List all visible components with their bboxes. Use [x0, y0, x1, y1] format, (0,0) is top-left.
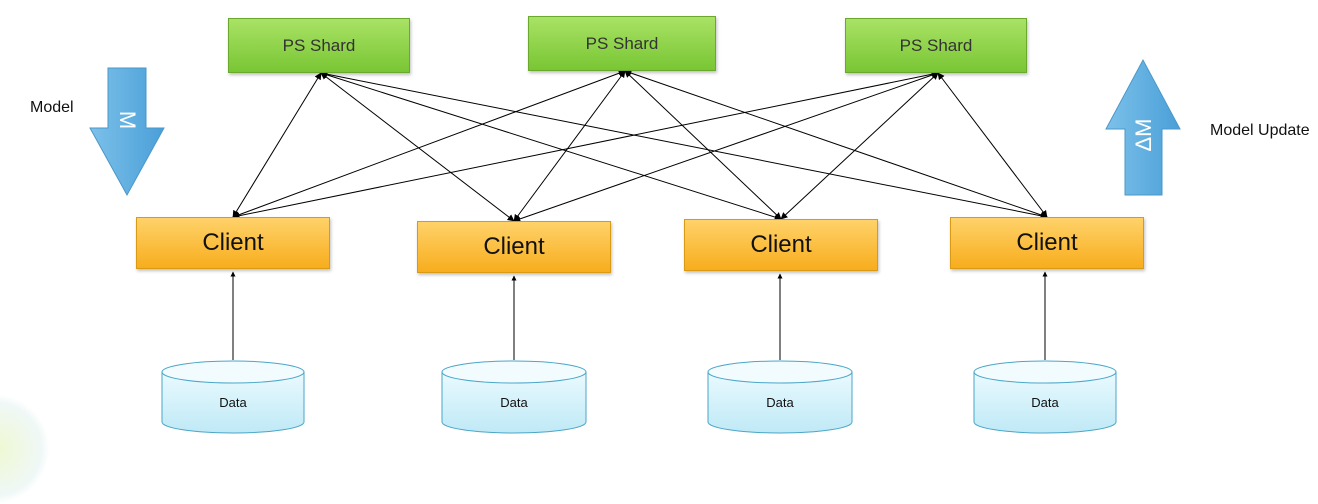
edge-shard1-client1	[232, 72, 322, 218]
data-store-3	[707, 360, 853, 434]
data-store-2	[441, 360, 587, 434]
edge-shard3-client3	[780, 72, 939, 220]
edge-shard3-client1	[232, 70, 939, 220]
model-down-arrow	[89, 67, 165, 197]
client-label: Client	[750, 231, 812, 258]
edge-shard2-client1	[232, 69, 626, 219]
data-label-4: Data	[1031, 394, 1059, 410]
edge-shard2-client3	[624, 70, 782, 220]
ps-shard-label: PS Shard	[899, 35, 973, 55]
client-2: Client	[417, 221, 611, 273]
ps-shard-label: PS Shard	[282, 35, 356, 55]
client-label: Client	[483, 233, 545, 260]
data-store-4	[973, 360, 1117, 434]
client-1: Client	[136, 217, 330, 269]
edge-shard1-client3	[320, 71, 782, 221]
data-store-1	[161, 360, 305, 434]
model-update-label: Model Update	[1210, 122, 1310, 139]
data-label-2: Data	[500, 394, 528, 410]
data-stores	[161, 360, 1117, 434]
shard-client-edges	[232, 69, 1048, 223]
ps-shard-2: PS Shard	[528, 16, 716, 71]
ps-shard-1: PS Shard	[228, 18, 410, 73]
edge-shard2-client4	[624, 69, 1048, 219]
ps-shard-label: PS Shard	[585, 33, 659, 53]
edge-shard1-client4	[320, 70, 1048, 220]
diagram-canvas	[89, 58, 1181, 434]
edge-shard1-client2	[320, 72, 515, 222]
model-update-arrow-glyph: ΔM	[1131, 118, 1156, 152]
model-label: Model	[30, 99, 74, 116]
ps-shard-3: PS Shard	[845, 18, 1027, 73]
model-update-up-arrow	[1105, 58, 1181, 196]
edge-shard2-client2	[513, 70, 626, 222]
data-label-3: Data	[766, 394, 794, 410]
edge-shard3-client4	[937, 72, 1048, 218]
model-arrow-glyph: M	[115, 110, 140, 130]
data-client-edges	[230, 271, 1048, 360]
client-4: Client	[950, 217, 1144, 269]
client-3: Client	[684, 219, 878, 271]
data-label-1: Data	[219, 394, 247, 410]
client-label: Client	[1016, 229, 1078, 256]
client-label: Client	[202, 229, 264, 256]
